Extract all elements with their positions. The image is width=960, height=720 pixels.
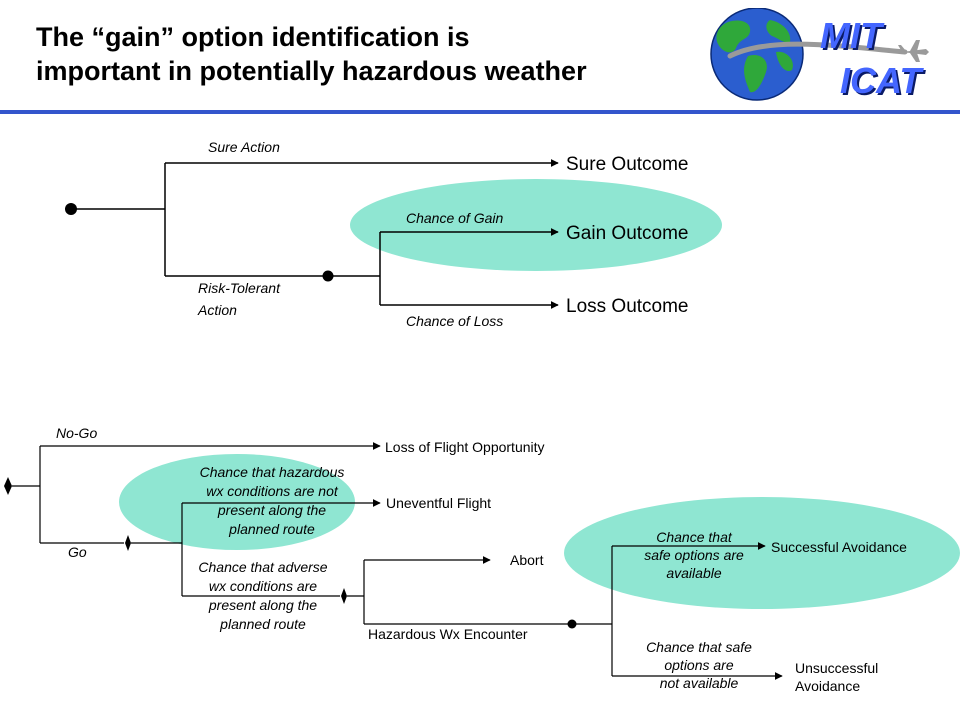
logo-mit-shadow: MIT xyxy=(822,17,887,58)
top-decision-tree: Sure Action Risk-Tolerant Action Chance … xyxy=(65,139,689,329)
hazard-absent-line-2: wx conditions are not xyxy=(206,483,339,499)
loss-opportunity-label: Loss of Flight Opportunity xyxy=(385,439,545,455)
logo-icat: ICAT xyxy=(840,60,924,101)
hazard-absent-line-1: Chance that hazardous xyxy=(200,464,345,480)
risk-action-label-line-2: Action xyxy=(197,302,237,318)
gain-outcome-label: Gain Outcome xyxy=(566,223,689,244)
unsuccessful-avoidance-line-1: Unsuccessful xyxy=(795,660,878,676)
sure-outcome-label: Sure Outcome xyxy=(566,154,689,175)
safe-options-highlight-ellipse xyxy=(564,497,960,609)
hazard-encounter-label: Hazardous Wx Encounter xyxy=(368,626,528,642)
go-label: Go xyxy=(68,544,87,560)
hazard-absent-highlight-ellipse xyxy=(119,454,355,550)
bottom-decision-tree: No-Go Go Loss of Flight Opportunity Unev… xyxy=(4,425,907,694)
safe-unavailable-line-1: Chance that safe xyxy=(646,639,752,655)
flight-path-swoosh xyxy=(727,41,908,59)
encounter-chance-node xyxy=(567,619,577,629)
adverse-present-line-1: Chance that adverse xyxy=(198,559,327,575)
gain-highlight-ellipse xyxy=(350,179,722,271)
logo-icat-shadow: ICAT xyxy=(842,62,926,103)
sure-action-label: Sure Action xyxy=(208,139,280,155)
hazard-absent-line-4: planned route xyxy=(228,521,315,537)
adverse-present-line-3: present along the xyxy=(208,597,317,613)
safe-available-line-2: safe options are xyxy=(644,547,744,563)
airplane-icon xyxy=(898,40,929,62)
chance-loss-label: Chance of Loss xyxy=(406,313,503,329)
safe-unavailable-line-2: options are xyxy=(664,657,733,673)
hazard-absent-line-3: present along the xyxy=(217,502,326,518)
safe-unavailable-line-3: not available xyxy=(660,675,739,691)
page-title: The “gain” option identification is impo… xyxy=(36,20,587,88)
adverse-present-line-2: wx conditions are xyxy=(209,578,317,594)
safe-available-line-3: available xyxy=(666,565,721,581)
loss-outcome-label: Loss Outcome xyxy=(566,296,689,317)
uneventful-flight-label: Uneventful Flight xyxy=(386,495,491,511)
title-divider xyxy=(0,110,960,114)
logo-mit: MIT xyxy=(820,15,885,56)
go-nogo-decision-node xyxy=(4,477,12,495)
abort-label: Abort xyxy=(510,552,544,568)
globe-icon xyxy=(710,8,804,101)
risk-action-label-line-1: Risk-Tolerant xyxy=(198,280,281,296)
abort-decision-node xyxy=(341,588,347,604)
no-go-label: No-Go xyxy=(56,425,97,441)
go-chance-node xyxy=(125,535,131,551)
unsuccessful-avoidance-line-2: Avoidance xyxy=(795,678,860,694)
title-line-1: The “gain” option identification is xyxy=(36,22,470,52)
chance-gain-label: Chance of Gain xyxy=(406,210,503,226)
mit-icat-logo: MIT MIT ICAT ICAT xyxy=(710,8,929,103)
successful-avoidance-label: Successful Avoidance xyxy=(771,539,907,555)
safe-available-line-1: Chance that xyxy=(656,529,733,545)
adverse-present-line-4: planned route xyxy=(219,616,306,632)
title-line-2: important in potentially hazardous weath… xyxy=(36,56,587,86)
